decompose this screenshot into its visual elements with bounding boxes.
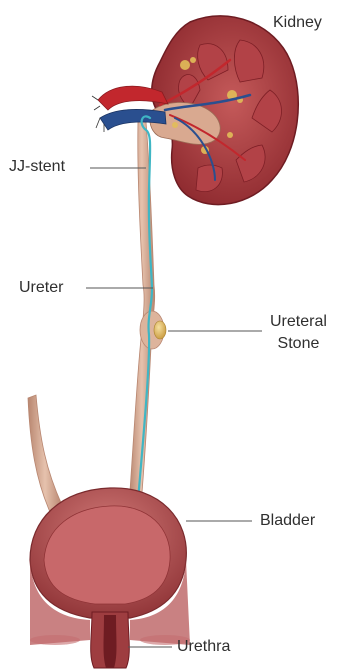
ureter-label: Ureter — [19, 278, 63, 298]
urethra-label: Urethra — [177, 637, 230, 657]
bladder-label: Bladder — [260, 511, 315, 531]
pelvic-floor-left — [30, 635, 80, 645]
jj-stent-label: JJ-stent — [9, 157, 65, 177]
ureteral-stone-label-line2: Stone — [270, 333, 327, 355]
ureteral-stone-label-line1: Ureteral — [270, 311, 327, 333]
ureteral-stone — [154, 321, 166, 339]
kidney-label: Kidney — [273, 13, 322, 33]
urethra-lumen — [104, 615, 117, 668]
ureteral-stone-label: Ureteral Stone — [270, 311, 327, 355]
left-ureter — [28, 395, 62, 512]
